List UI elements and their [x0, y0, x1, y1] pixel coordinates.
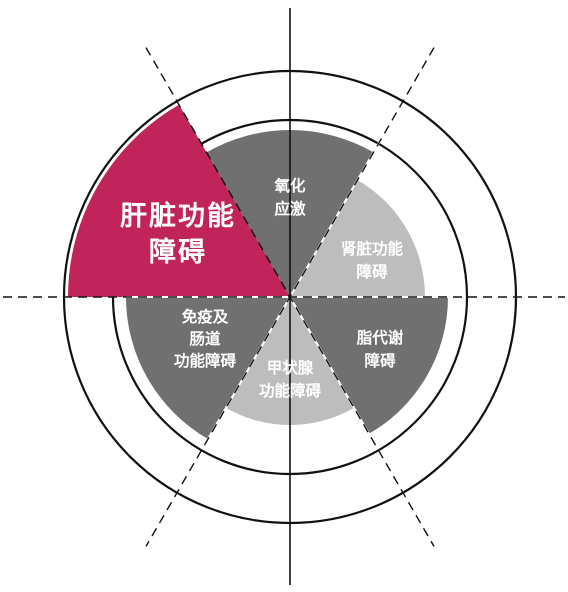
- label-line: 甲状腺: [267, 358, 314, 377]
- label-line: 肾脏功能: [341, 239, 404, 258]
- label-oxidative: 氧化应激: [273, 176, 306, 218]
- label-immune: 免疫及肠道功能障碍: [174, 307, 237, 370]
- label-line: 障碍: [364, 351, 396, 370]
- label-thyroid: 甲状腺功能障碍: [259, 358, 322, 400]
- sector-kidney: [290, 180, 425, 297]
- label-liver: 肝脏功能障碍: [120, 200, 236, 268]
- label-line: 肠道: [189, 329, 221, 348]
- label-line: 氧化: [273, 176, 306, 195]
- label-line: 脂代谢: [357, 328, 404, 347]
- sector-immune: [126, 297, 290, 439]
- sector-liver: [67, 104, 290, 297]
- label-line: 肝脏功能: [120, 200, 236, 232]
- label-kidney: 肾脏功能障碍: [341, 239, 404, 281]
- label-line: 功能障碍: [259, 381, 322, 400]
- label-line: 障碍: [356, 262, 388, 281]
- label-line: 应激: [274, 199, 306, 218]
- label-line: 功能障碍: [174, 351, 237, 370]
- label-line: 免疫及: [182, 307, 229, 326]
- sector-lipid: [290, 297, 448, 434]
- label-lipid: 脂代谢障碍: [357, 328, 404, 370]
- label-line: 障碍: [149, 236, 207, 268]
- diagonal-axis-dashed: [145, 47, 435, 547]
